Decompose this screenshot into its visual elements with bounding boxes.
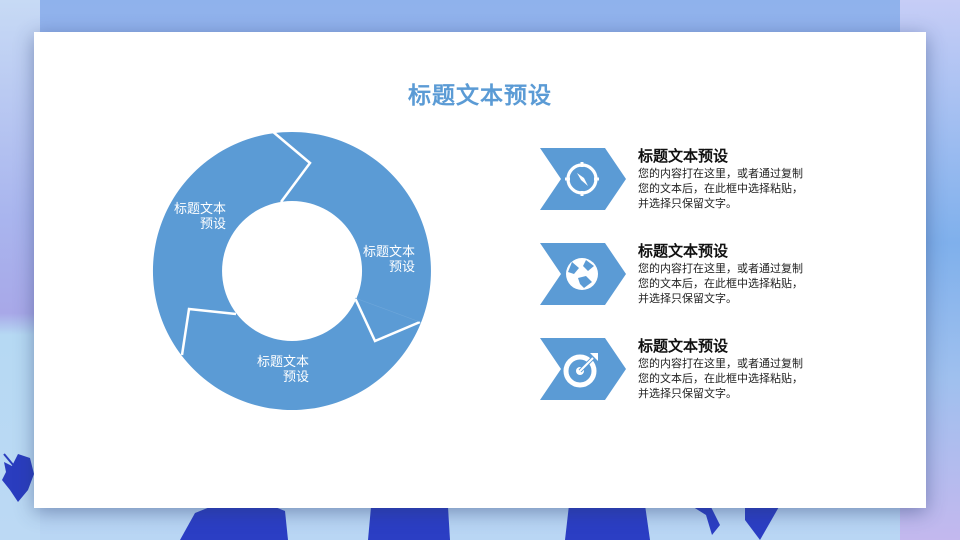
- page-title: 标题文本预设: [408, 83, 552, 109]
- donut-divider-top: [271, 130, 312, 203]
- leaf-silhouette: [2, 453, 34, 502]
- item-title: 标题文本预设: [638, 337, 729, 355]
- person-silhouette-1: [180, 505, 288, 540]
- item-description: 您的内容打在这里，或者通过复制您的文本后，在此框中选择粘贴，并选择只保留文字。: [638, 357, 803, 400]
- donut-ring: [152, 132, 431, 411]
- item-title: 标题文本预设: [638, 147, 729, 165]
- target-icon: [563, 353, 598, 388]
- background-left-strip: [0, 0, 40, 540]
- donut-label-bottom: 标题文本 预设: [257, 355, 310, 385]
- content-card: 标题文本预设 标题文本 预设 标题文本 预设 标题文本 预设: [34, 32, 926, 508]
- list-item: 标题文本预设 您的内容打在这里，或者通过复制您的文本后，在此框中选择粘贴，并选择…: [540, 242, 830, 305]
- person-silhouette-3: [565, 505, 650, 540]
- cycle-donut-diagram: [152, 130, 431, 411]
- person-silhouette-2: [368, 507, 450, 540]
- chevron-shape: [540, 338, 626, 400]
- item-description: 您的内容打在这里，或者通过复制您的文本后，在此框中选择粘贴，并选择只保留文字。: [638, 167, 803, 210]
- globe-icon: [566, 258, 598, 290]
- list-item: 标题文本预设 您的内容打在这里，或者通过复制您的文本后，在此框中选择粘贴，并选择…: [540, 337, 830, 400]
- chevron-shape: [540, 148, 626, 210]
- donut-divider-right: [353, 297, 421, 343]
- donut-divider-left: [180, 307, 237, 356]
- list-item: 标题文本预设 您的内容打在这里，或者通过复制您的文本后，在此框中选择粘贴，并选择…: [540, 147, 830, 210]
- person-silhouette-4: [690, 505, 780, 540]
- item-title: 标题文本预设: [638, 242, 729, 260]
- compass-icon: [565, 162, 599, 196]
- donut-label-left: 标题文本 预设: [174, 202, 227, 232]
- item-description: 您的内容打在这里，或者通过复制您的文本后，在此框中选择粘贴，并选择只保留文字。: [638, 262, 803, 305]
- chevron-shape: [540, 243, 626, 305]
- donut-label-right: 标题文本 预设: [363, 245, 416, 275]
